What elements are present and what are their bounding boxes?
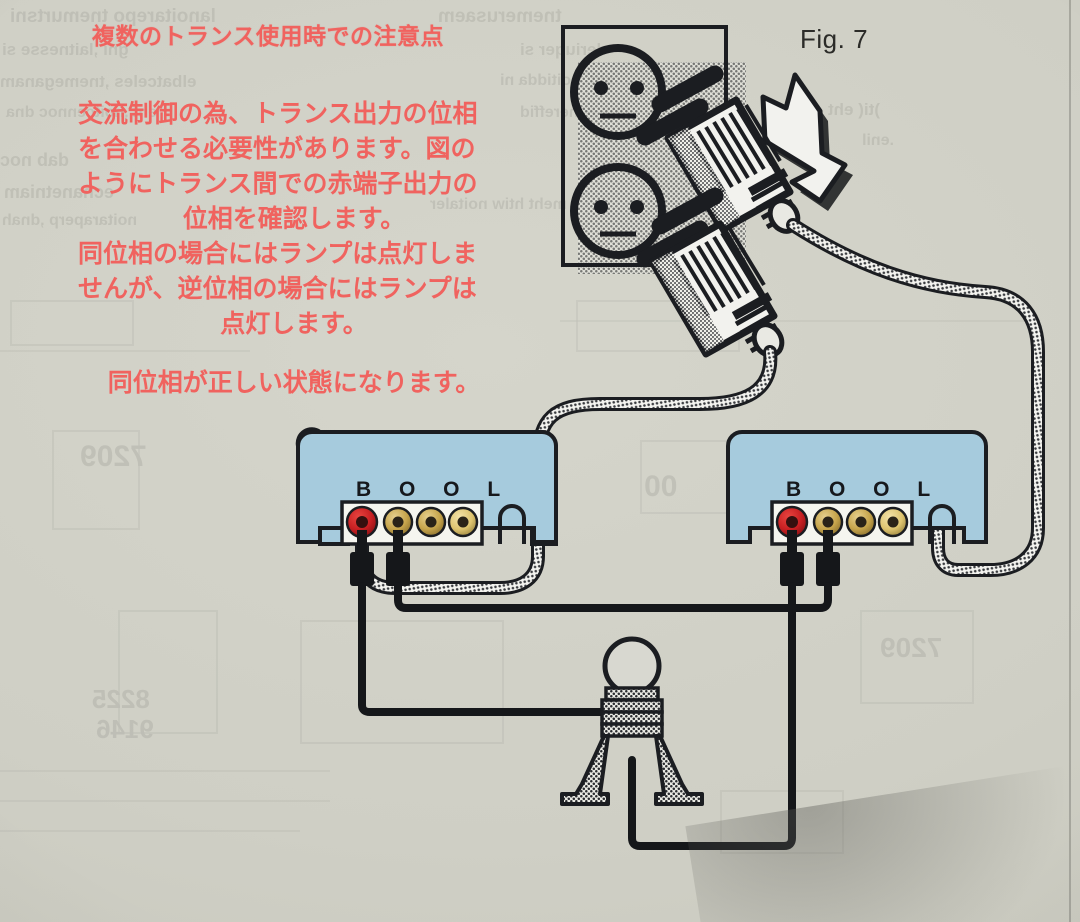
banana-plug-black-right[interactable]: [816, 530, 840, 586]
terminal-brass-1[interactable]: [382, 506, 414, 538]
test-wire-left-red: [358, 582, 608, 716]
annotation-line: 点灯します。: [220, 309, 368, 338]
ac-plug-upper[interactable]: [636, 65, 803, 236]
panel-label-right: B O O L: [786, 478, 942, 501]
annotation-heading: 複数のトランス使用時での注意点: [92, 24, 445, 50]
ac-plug-lower[interactable]: [636, 187, 787, 360]
terminal-brass-2[interactable]: [415, 506, 447, 538]
panel-label-left: B O O L: [356, 478, 512, 501]
annotation-line: せんが、逆位相の場合にはランプは: [78, 274, 477, 303]
annotation-line: 同位相の場合にはランプは点灯しま: [78, 239, 478, 268]
lamp-bulb: [602, 636, 662, 696]
ac-cord-upper: [786, 218, 1045, 577]
transformer-right[interactable]: [726, 430, 988, 586]
terminal-brass-3[interactable]: [447, 506, 479, 538]
lamp-base-thread: [604, 686, 660, 702]
terminal-brass-2[interactable]: [845, 506, 877, 538]
annotation-line: を合わせる必要性があります。図の: [78, 134, 476, 163]
ac-inlet-left: [498, 504, 526, 544]
test-wire-black-bus: [394, 582, 832, 612]
banana-plug-red-left[interactable]: [350, 530, 374, 586]
page-edge: [1069, 0, 1071, 922]
banana-plug-black-left[interactable]: [386, 530, 410, 586]
outlet-socket-lower[interactable]: [570, 163, 666, 259]
terminal-red[interactable]: [775, 505, 809, 539]
test-wire-right-red: [628, 582, 796, 850]
annotation-body: 交流制御の為、トランス出力の位相 を合わせる必要性があります。図の ようにトラン…: [78, 96, 510, 400]
ac-inlet-right: [928, 504, 956, 544]
banana-plug-red-right[interactable]: [780, 530, 804, 586]
transformer-left[interactable]: [295, 427, 558, 586]
figure-label: Fig. 7: [800, 24, 869, 54]
annotation-line: 位相を確認します。: [182, 204, 406, 233]
terminal-brass-3[interactable]: [877, 506, 909, 538]
annotation-line: ようにトランス間での赤端子出力の: [78, 169, 478, 198]
terminal-brass-1[interactable]: [812, 506, 844, 538]
annotation-line: 交流制御の為、トランス出力の位相: [78, 99, 478, 128]
lamp-stand-left: [560, 734, 610, 806]
lamp-stand-right: [654, 734, 704, 806]
annotation-line: 同位相が正しい状態になります。: [107, 368, 481, 397]
outlet-socket-upper[interactable]: [570, 44, 666, 140]
insert-direction-arrow: [760, 72, 853, 211]
test-lamp[interactable]: [560, 636, 704, 806]
